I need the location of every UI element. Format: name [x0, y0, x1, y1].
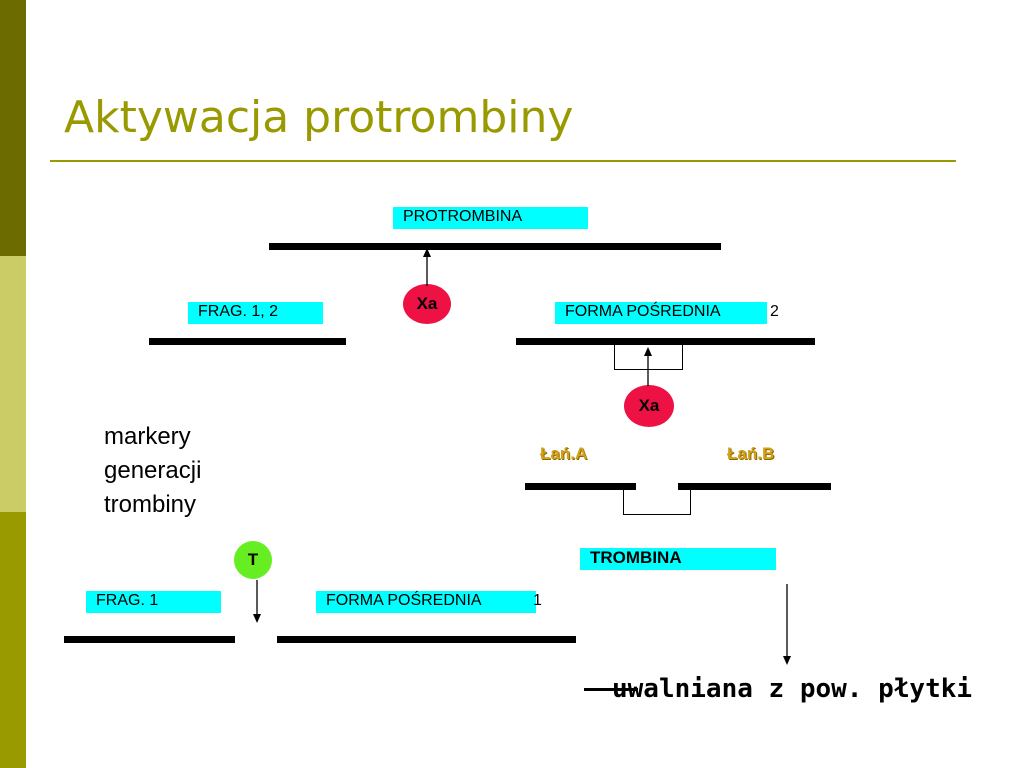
side-bar-top — [0, 0, 26, 256]
slide-title: Aktywacja protrombiny — [64, 92, 574, 143]
frag-1-label: FRAG. 1 — [86, 591, 221, 613]
trombina-label: TROMBINA — [580, 548, 776, 570]
title-underline — [50, 160, 956, 162]
frag-1-bar — [64, 636, 235, 643]
arrowhead-xa-to-protrombina — [423, 248, 431, 257]
forma-posrednia-2-suffix: 2 — [770, 303, 779, 320]
protrombina-bar — [269, 243, 721, 250]
markers-line-1: markery — [104, 423, 191, 450]
forma-posrednia-2-bar — [516, 338, 815, 345]
arrowhead-trombina-to-release — [783, 656, 791, 665]
forma-posrednia-1-label: FORMA POŚREDNIA — [316, 591, 536, 613]
chain-b-bar — [678, 483, 831, 490]
chain-a-label: Łań.A — [540, 444, 588, 463]
bracket-2-left — [614, 345, 615, 370]
chain-a-bar — [525, 483, 636, 490]
protrombina-label: PROTROMBINA — [393, 207, 588, 229]
side-bar-bottom — [0, 512, 26, 768]
xa-enzyme-label-1: Xa — [416, 294, 438, 313]
thrombin-enzyme-circle: T — [234, 541, 272, 579]
forma-posrednia-2-label: FORMA POŚREDNIA — [555, 302, 767, 324]
forma-posrednia-1-suffix: 1 — [533, 592, 542, 609]
bracket-3-right — [690, 490, 691, 515]
bracket-2-right — [682, 345, 683, 370]
forma-posrednia-1-bar — [277, 636, 576, 643]
bracket-3-left — [623, 490, 624, 515]
markers-line-3: trombiny — [104, 491, 197, 518]
xa-enzyme-circle-2: Xa — [624, 385, 674, 427]
chain-b-label: Łań.B — [727, 444, 775, 463]
frag-1-2-label: FRAG. 1, 2 — [188, 302, 323, 324]
markers-text: markery generacji trombiny — [104, 420, 201, 522]
release-note: uwalniana z pow. płytki — [612, 674, 973, 704]
bracket-3-bottom — [623, 514, 691, 515]
markers-line-2: generacji — [104, 457, 202, 484]
xa-enzyme-label-2: Xa — [638, 396, 660, 415]
frag-1-2-bar — [149, 338, 346, 345]
thrombin-enzyme-label: T — [247, 550, 259, 569]
arrowhead-t-to-cleavage — [253, 614, 261, 623]
side-bar-middle — [0, 256, 26, 512]
release-dash — [584, 688, 638, 691]
arrowhead-xa-to-forma-posrednia-2 — [644, 347, 652, 356]
xa-enzyme-circle-1: Xa — [403, 284, 451, 324]
